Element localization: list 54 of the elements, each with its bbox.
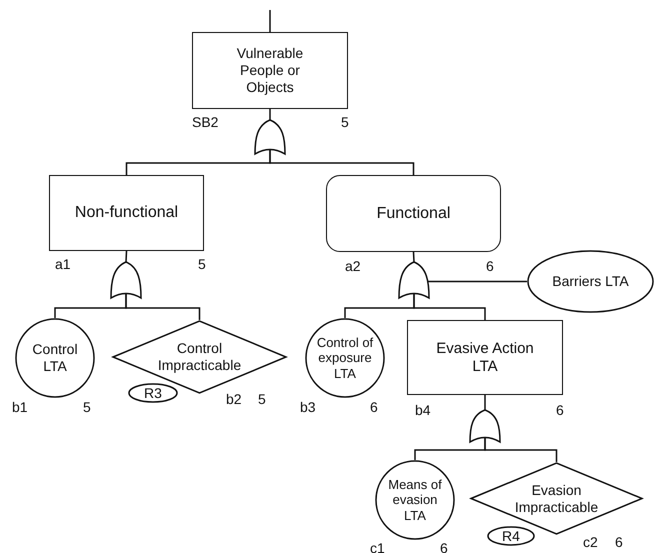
rank-number: 5 xyxy=(258,392,266,406)
event-code: b1 xyxy=(12,400,28,414)
event-label: Functional xyxy=(376,204,450,224)
event-code: b4 xyxy=(415,403,431,417)
event-circle xyxy=(15,318,95,398)
event-box xyxy=(192,32,348,109)
reference-ellipse xyxy=(128,383,178,403)
event-label: Non-functional xyxy=(74,203,178,223)
event-label: Control of exposure LTA xyxy=(316,334,374,382)
rank-number: 5 xyxy=(198,257,206,271)
event-box xyxy=(407,320,563,395)
rank-number: 5 xyxy=(83,400,91,414)
event-circle xyxy=(375,460,455,540)
event-code: SB2 xyxy=(192,115,218,129)
rank-number: 6 xyxy=(370,400,378,414)
or-gate xyxy=(399,262,429,298)
connector-line xyxy=(269,10,271,32)
rank-number: 5 xyxy=(341,115,349,129)
rank-number: 6 xyxy=(556,403,564,417)
connector-line xyxy=(125,294,200,320)
event-label: Means of evasion LTA xyxy=(387,476,443,524)
event-code: a2 xyxy=(345,259,361,273)
event-code: a1 xyxy=(55,257,71,271)
rank-number: 6 xyxy=(440,541,448,553)
event-label: R3 xyxy=(144,384,162,402)
or-gate xyxy=(470,410,500,442)
event-label: R4 xyxy=(502,528,520,544)
event-code: c1 xyxy=(370,541,385,553)
reference-ellipse xyxy=(487,526,535,546)
event-ellipse xyxy=(527,250,654,313)
connector-line xyxy=(412,252,415,262)
event-label: Control Impracticable xyxy=(156,340,242,374)
connector-line xyxy=(125,250,128,262)
event-code: b3 xyxy=(300,400,316,414)
event-code: c2 xyxy=(583,535,598,549)
connector-line xyxy=(484,395,486,410)
connector-line xyxy=(269,109,271,120)
connector-line xyxy=(427,280,527,282)
connector-line xyxy=(484,438,558,462)
event-label: Control LTA xyxy=(31,341,79,375)
event-label: Evasion Impracticable xyxy=(514,482,600,516)
connector-line xyxy=(413,294,486,320)
event-label: Evasive Action LTA xyxy=(435,340,535,376)
or-gate xyxy=(255,120,285,154)
event-label: Vulnerable People or Objects xyxy=(236,45,304,96)
event-box xyxy=(49,175,204,251)
rank-number: 6 xyxy=(486,259,494,273)
event-rounded-box xyxy=(326,175,501,252)
event-code: b2 xyxy=(226,392,242,406)
event-label: Barriers LTA xyxy=(552,273,629,290)
event-circle xyxy=(305,318,385,398)
connector-line xyxy=(269,150,414,175)
rank-number: 6 xyxy=(615,535,623,549)
or-gate xyxy=(111,262,141,298)
